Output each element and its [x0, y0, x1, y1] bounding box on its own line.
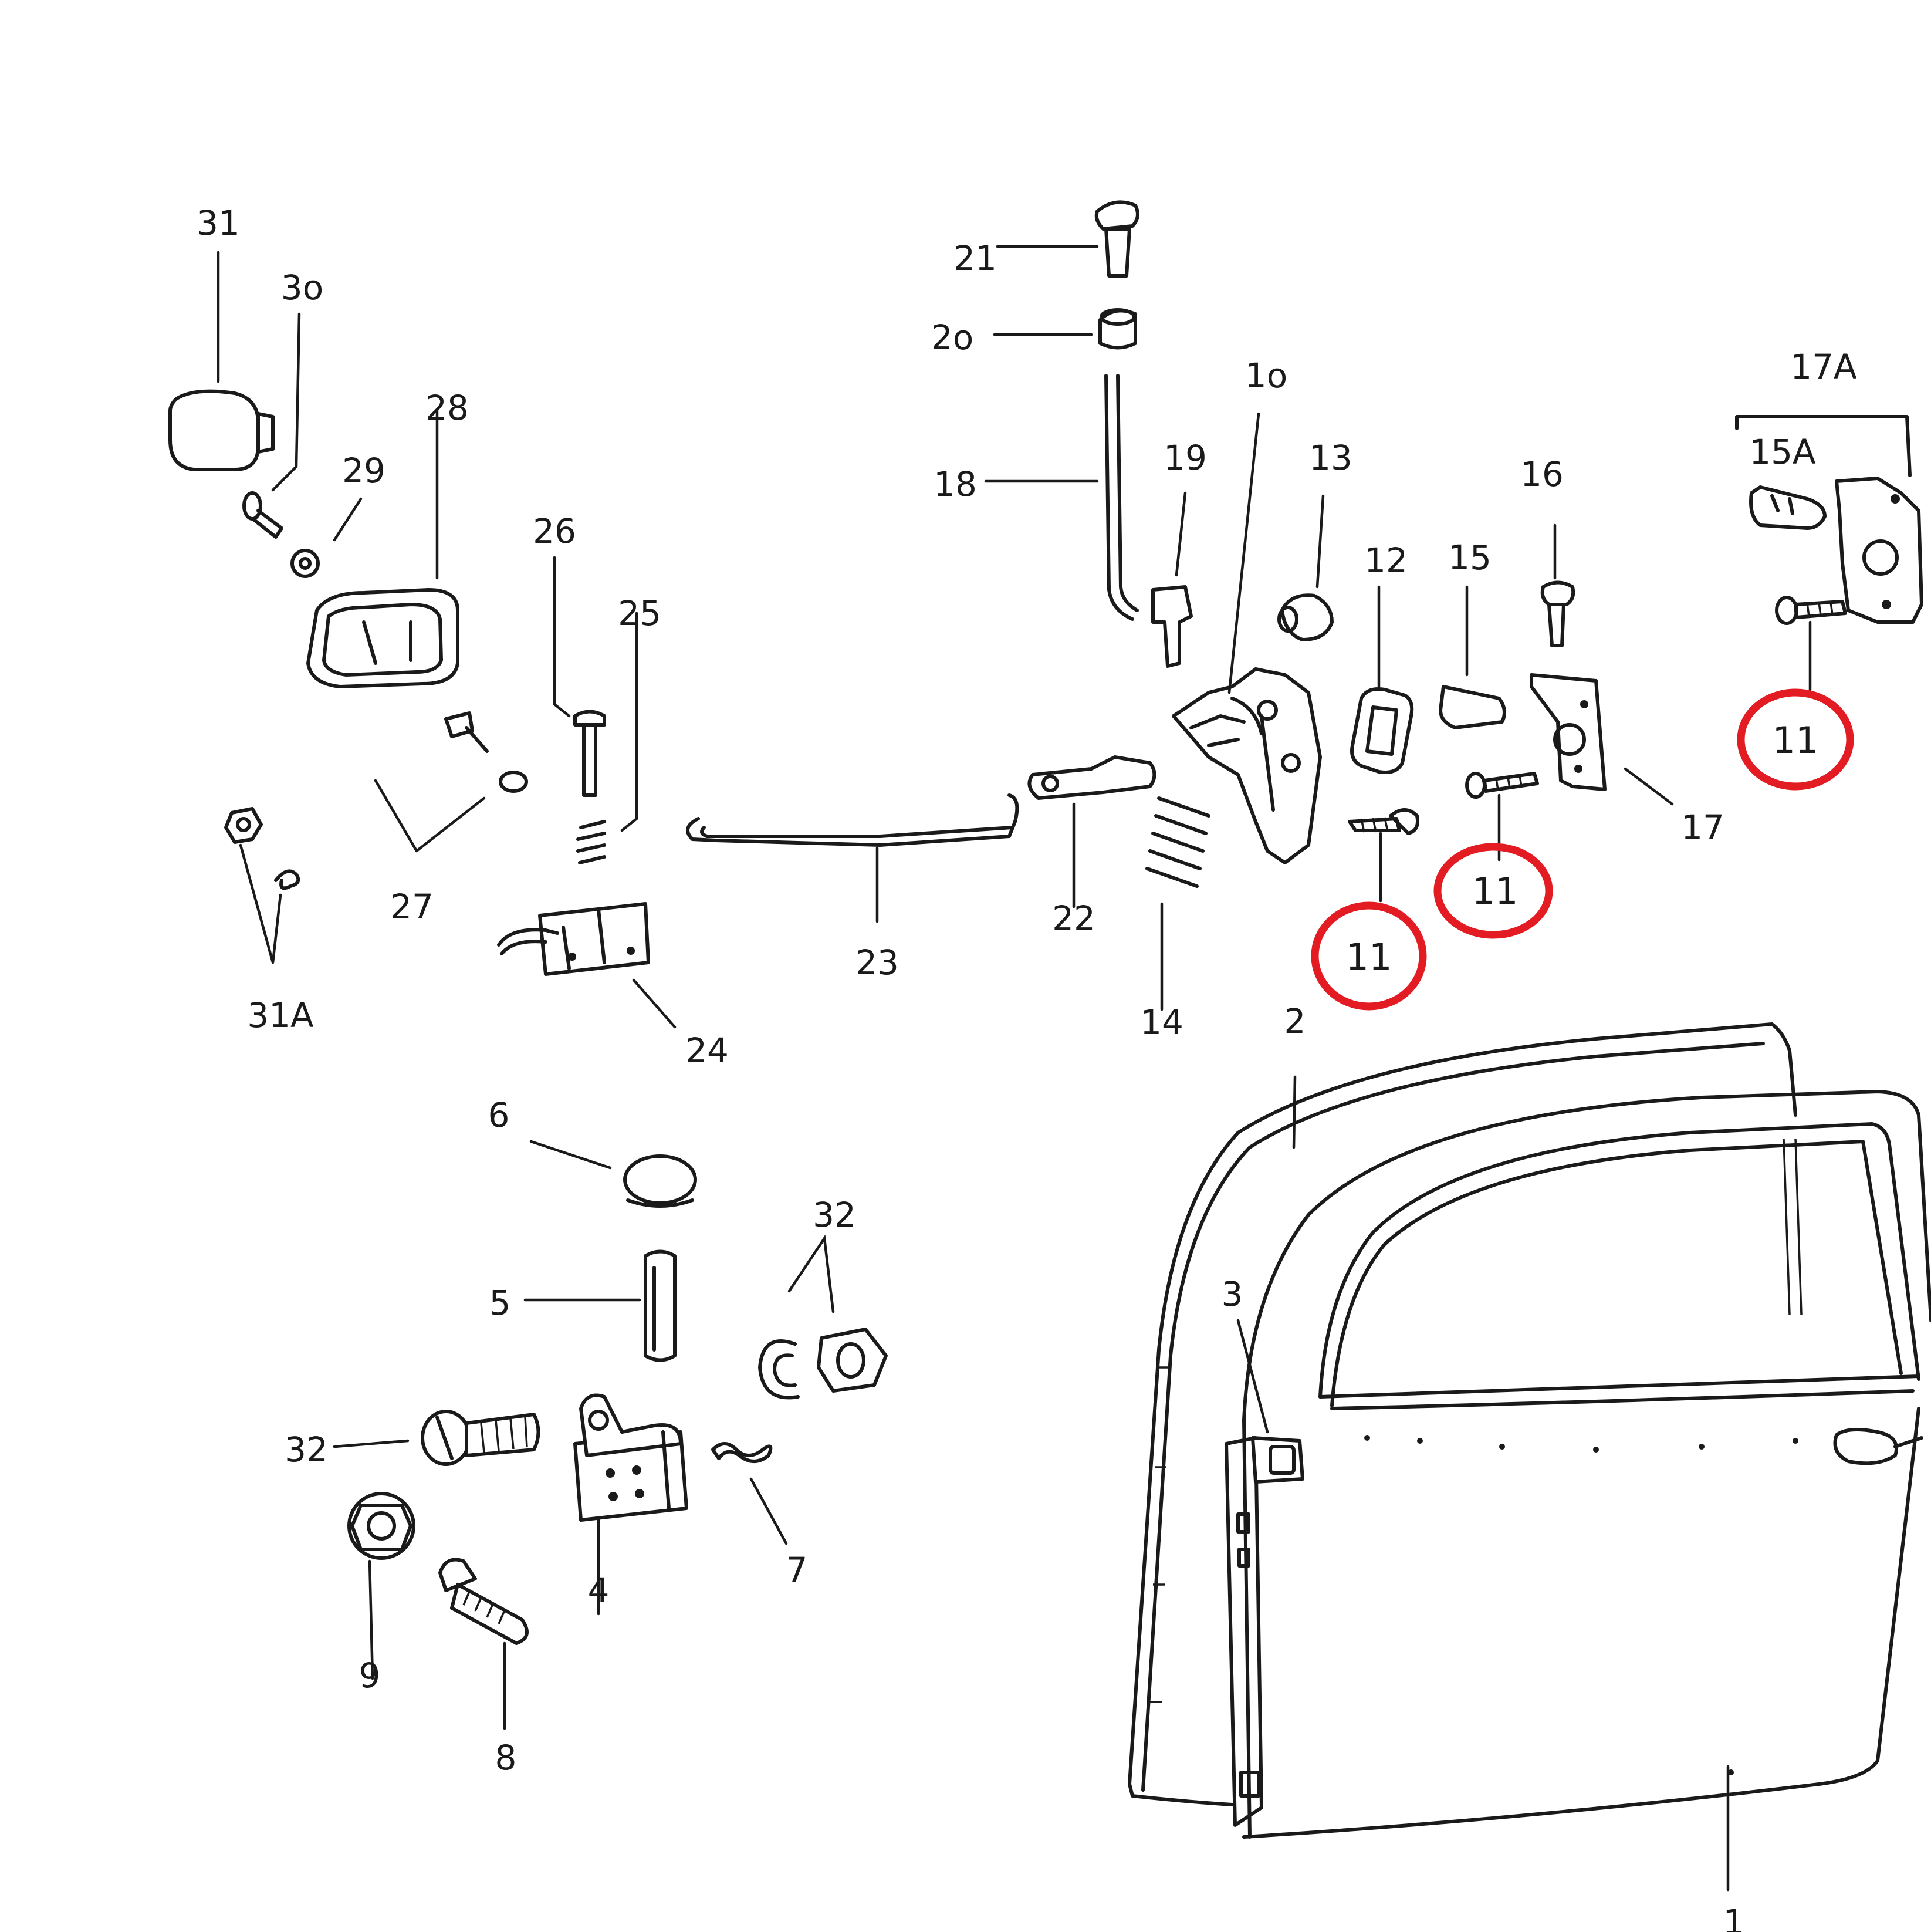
highlight-rings	[1311, 688, 1854, 1011]
bushing-part-13	[1277, 593, 1334, 641]
label-7: 7	[786, 1550, 808, 1590]
label-28: 28	[425, 388, 469, 428]
label-15: 15	[1448, 538, 1492, 577]
label-5: 5	[489, 1283, 511, 1323]
spring-part-25	[576, 820, 606, 864]
gasket-part-12	[1350, 687, 1414, 774]
label-17a: 17A	[1790, 347, 1857, 387]
label-16: 16	[1520, 454, 1564, 494]
label-24: 24	[685, 1031, 729, 1070]
label-25: 25	[618, 593, 661, 633]
pin-part-26	[573, 710, 606, 797]
label-11-c: 11	[1773, 719, 1819, 762]
clip-part-7	[711, 1442, 773, 1463]
hinge-pin-part-5	[644, 1249, 677, 1362]
label-20: 2o	[931, 318, 973, 357]
label-32-a: 32	[813, 1195, 856, 1235]
label-29: 29	[342, 451, 385, 491]
nut-part-9	[347, 1492, 415, 1560]
latch-part-10	[1172, 667, 1322, 864]
label-31a: 31A	[247, 995, 314, 1035]
label-19: 19	[1164, 438, 1207, 478]
label-12: 12	[1364, 541, 1408, 580]
label-26: 26	[533, 511, 576, 551]
label-2: 2	[1284, 1001, 1306, 1041]
button-part-21	[1094, 200, 1139, 278]
label-30: 3o	[281, 268, 323, 308]
screw-part-8	[438, 1558, 529, 1645]
label-31: 31	[197, 203, 240, 243]
nut-part-31a	[224, 807, 300, 890]
clip-part-19	[1151, 585, 1193, 668]
wedge-part-15a	[1749, 485, 1827, 530]
door-seal-part-2	[1128, 1022, 1797, 1806]
screw-part-11-b	[1465, 772, 1539, 799]
wedge-part-15	[1439, 685, 1506, 729]
label-4: 4	[588, 1570, 610, 1610]
label-13: 13	[1309, 438, 1352, 478]
label-3: 3	[1222, 1274, 1243, 1314]
label-23: 23	[855, 943, 899, 982]
grommet-part-20	[1098, 308, 1137, 350]
screw-part-11-a	[1348, 808, 1419, 835]
bolt-part-27	[444, 711, 528, 793]
washer-part-29	[290, 549, 320, 578]
label-15a: 15A	[1749, 432, 1816, 472]
highlight-ring-c	[1737, 688, 1854, 791]
label-32-b: 32	[285, 1430, 328, 1470]
label-27: 27	[390, 887, 434, 927]
hinge-part-4	[573, 1393, 688, 1522]
lock-washer-part-32	[758, 1339, 800, 1400]
label-21: 21	[953, 238, 997, 278]
label-22: 22	[1052, 899, 1095, 938]
screw-part-30	[242, 491, 283, 539]
highlight-ring-a	[1311, 901, 1427, 1011]
label-17: 17	[1681, 808, 1724, 847]
highlight-ring-b	[1433, 843, 1553, 939]
label-18: 18	[934, 464, 977, 504]
label-1: 1	[1723, 1902, 1745, 1932]
link-part-22	[1027, 755, 1156, 800]
door-panel-part-1	[1242, 1090, 1931, 1839]
rod-part-18	[1104, 374, 1139, 621]
spring-part-14	[1145, 796, 1210, 888]
hinge-cap-part-6	[623, 1154, 697, 1208]
label-11-b: 11	[1472, 870, 1519, 913]
label-14: 14	[1140, 1002, 1183, 1042]
label-6: 6	[488, 1095, 510, 1135]
hinge-pillar-part-3	[1225, 1436, 1304, 1827]
leader-lines	[217, 245, 1812, 1892]
escutcheon-part-28	[306, 588, 459, 688]
hex-nut-part-32	[817, 1328, 888, 1393]
striker-plate-part-17	[1530, 673, 1607, 791]
knob-part-31	[168, 389, 275, 471]
label-9: 9	[359, 1656, 381, 1695]
bolt-part-32	[421, 1410, 540, 1466]
bracket-part-17a	[1735, 415, 1923, 624]
label-8: 8	[495, 1738, 517, 1778]
label-10: 1o	[1245, 356, 1287, 396]
screw-part-16	[1540, 580, 1575, 647]
label-11-a: 11	[1346, 935, 1392, 978]
callout-labels: 1 2 3 4 5 6 7 8 9 1o 11 11 11 12 13 14 1…	[197, 203, 1857, 1932]
rod-part-23	[686, 793, 1019, 847]
lever-part-24	[497, 902, 650, 976]
screw-part-11-c	[1775, 596, 1847, 625]
